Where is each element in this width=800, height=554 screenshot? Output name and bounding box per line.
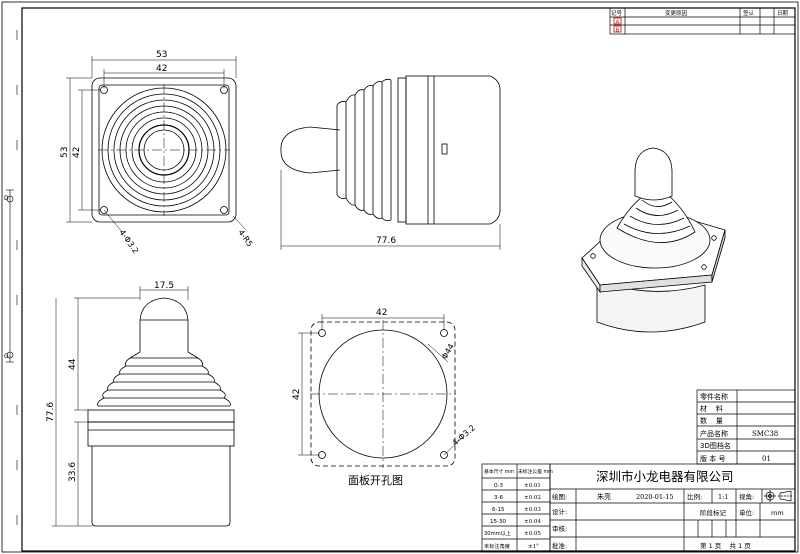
scale-value: 1:1 [718,493,728,501]
unit-value: mm [771,509,784,517]
revision-col-date: 日期 [777,10,789,17]
tol-value-3: ±0.04 [524,519,541,525]
side-dim-length: 77.6 [376,236,396,246]
tol-value-5: ±1° [528,544,539,550]
top-hole-label: 4-Φ3.2 [117,228,140,255]
top-view [66,56,247,233]
tol-size-4: 30mm以上 [484,529,511,537]
tol-header-tol: 未标注公差 mm [518,468,553,475]
info-value-product: SMC38 [752,430,778,438]
revision-col-content: 变更原因 [665,9,688,17]
unit-label: 单位: [739,508,754,517]
revision-col-mark: 记号 [611,10,623,17]
cutout-hole-label: 4-Φ3.2 [451,423,477,447]
revision-mark-b: B [616,28,620,34]
cutout-view [298,314,463,468]
projection-symbol-icon [764,490,793,502]
tol-size-5: 未标注角度 [484,542,510,550]
draw-date: 2020-01-15 [636,493,673,501]
info-table-grid [696,389,796,465]
top-dim-height-outer: 53 [60,147,70,158]
info-label-material: 材 料 [700,404,723,413]
tol-value-0: ±0.01 [524,483,541,489]
page-label: 第 1 页 共 1 页 [700,541,751,550]
tol-size-1: 3-6 [494,495,503,501]
info-label-product: 产品名称 [700,429,728,438]
check-label: 审核: [552,524,567,533]
tol-value-4: ±0.05 [524,531,541,537]
cutout-dim-height: 42 [292,389,302,400]
tol-value-2: ±0.03 [524,507,541,513]
tol-value-1: ±0.02 [524,495,541,501]
top-dim-height-inner: 42 [72,147,82,158]
binding-strip [6,30,18,525]
cutout-caption: 面板开孔图 [348,473,403,487]
iso-view [581,147,726,333]
side-view [280,75,501,250]
revision-mark-b-box [613,25,622,33]
front-dim-lower: 33.6 [68,462,78,482]
approve-label: 批准: [552,541,567,550]
front-dim-total: 77.6 [46,402,56,422]
stage-label: 阶段标记 [700,508,727,517]
tolerance-table-grid [481,463,551,553]
top-radius-label: 4-R5 [236,228,254,248]
top-dim-width-inner: 42 [156,64,167,74]
front-dim-upper: 44 [68,358,78,370]
top-dim-width-outer: 53 [156,50,167,60]
draw-label: 绘图: [552,492,567,501]
design-label: 设计: [552,507,567,516]
info-label-version: 版 本 号 [700,454,725,463]
scale-label: 比例: [687,492,702,501]
revision-mark-a-box [613,17,622,25]
view-label: 视角: [739,492,754,501]
info-value-version: 01 [762,455,771,463]
strip-mark-top: D [4,195,9,202]
tol-size-2: 6-15 [492,507,505,513]
front-dim-knob: 17.5 [154,281,174,291]
tol-size-3: 15-30 [490,519,506,525]
company-name: 深圳市小龙电器有限公司 [596,469,734,484]
cutout-dim-circle: Φ44 [440,342,456,361]
tol-header-size: 基本尺寸 mm [484,468,514,475]
title-block-grid [549,463,796,553]
inner-border [21,7,796,552]
strip-mark-bottom: G [4,353,9,360]
revision-mark-a: A [616,20,620,26]
drawer-name: 朱亮 [597,492,611,501]
revision-col-sign: 签认 [743,9,755,17]
info-label-quantity: 数 量 [700,416,723,425]
info-label-part: 零件名称 [700,392,728,401]
cutout-dim-width: 42 [376,308,387,318]
front-view [52,286,235,527]
tol-size-0: 0-3 [494,483,503,489]
revision-table [609,7,796,35]
info-label-3d: 3D图档名 [700,441,731,450]
